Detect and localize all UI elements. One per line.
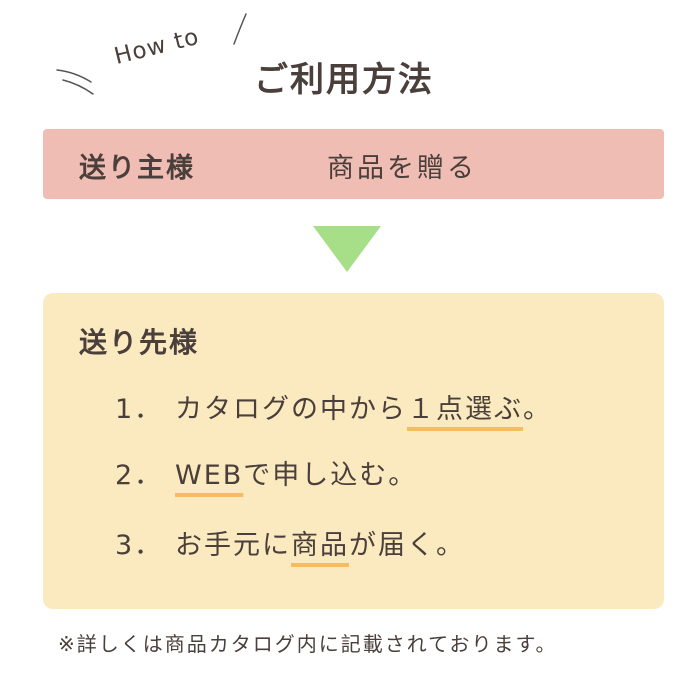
step-text: 。 [523, 394, 552, 425]
step-text: が届く。 [349, 530, 465, 561]
header: How to ご利用方法 [0, 0, 700, 120]
howto-label: How to [111, 23, 203, 70]
down-triangle-icon [313, 226, 381, 272]
step-text: お手元に [175, 530, 291, 561]
step-highlight: 商品 [291, 530, 349, 561]
recipient-box: 送り先様 1． カタログの中から１点選ぶ。 2． WEBで申し込む。 3． お手元に商… [43, 293, 664, 609]
step-item: 1． カタログの中から１点選ぶ。 [115, 387, 552, 426]
step-text: カタログの中から [175, 394, 407, 425]
sender-band: 送り主様 商品を贈る [43, 129, 664, 199]
footnote: ※詳しくは商品カタログ内に記載されております。 [58, 632, 558, 656]
step-number: 3． [115, 530, 164, 561]
sparkle-lines-icon [56, 69, 94, 95]
sender-label: 送り主様 [79, 153, 195, 184]
recipient-title: 送り先様 [79, 326, 200, 359]
sender-action: 商品を贈る [327, 153, 477, 184]
step-text: で申し込む。 [243, 460, 418, 491]
step-highlight: WEB [175, 460, 244, 491]
step-highlight: １点選ぶ [407, 394, 523, 425]
step-item: 3． お手元に商品が届く。 [115, 523, 465, 562]
step-item: 2． WEBで申し込む。 [115, 453, 417, 492]
step-number: 1． [115, 394, 164, 425]
page-title: ご利用方法 [254, 60, 434, 100]
step-number: 2． [115, 460, 164, 491]
accent-stroke-icon [233, 13, 247, 45]
